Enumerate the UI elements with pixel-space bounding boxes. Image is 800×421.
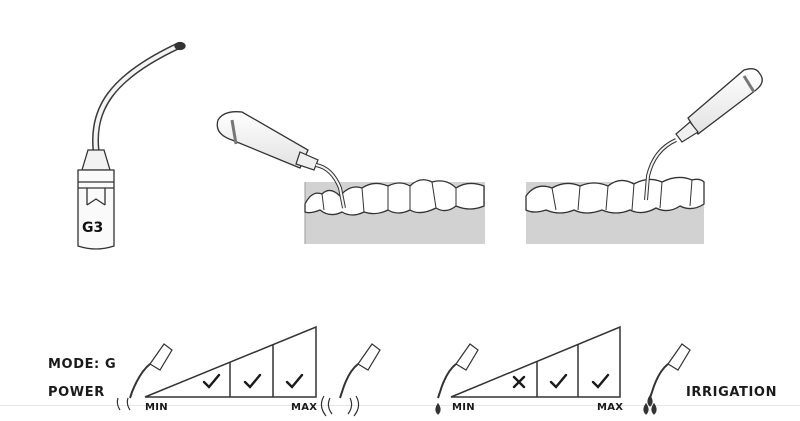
left-jaw-illustration xyxy=(216,111,485,244)
irrigation-level-2-check-icon xyxy=(549,373,568,389)
handpiece-low-irrigation-icon xyxy=(435,343,479,415)
irrigation-scale xyxy=(435,325,691,415)
scaler-tip-illustration xyxy=(77,41,186,250)
power-label: POWER xyxy=(48,385,105,400)
irrigation-level-3-check-icon xyxy=(591,373,610,389)
tip-label: G3 xyxy=(82,220,104,236)
irrigation-label: IRRIGATION xyxy=(686,385,778,400)
handpiece-low-power-icon xyxy=(116,343,173,411)
power-level-3-check-icon xyxy=(285,373,304,389)
irrigation-min-label: MIN xyxy=(452,402,475,413)
baseline-divider xyxy=(0,405,800,406)
irrigation-max-label: MAX xyxy=(597,402,624,413)
handpiece-high-power-icon xyxy=(320,343,381,417)
right-jaw-illustration xyxy=(525,68,763,244)
power-max-label: MAX xyxy=(291,402,318,413)
power-scale xyxy=(116,325,381,417)
handpiece-high-irrigation-icon xyxy=(643,343,691,415)
mode-label: MODE: G xyxy=(48,357,117,372)
power-min-label: MIN xyxy=(145,402,168,413)
irrigation-level-1-cross-icon xyxy=(512,375,526,389)
power-level-1-check-icon xyxy=(202,373,221,389)
power-level-2-check-icon xyxy=(243,373,262,389)
